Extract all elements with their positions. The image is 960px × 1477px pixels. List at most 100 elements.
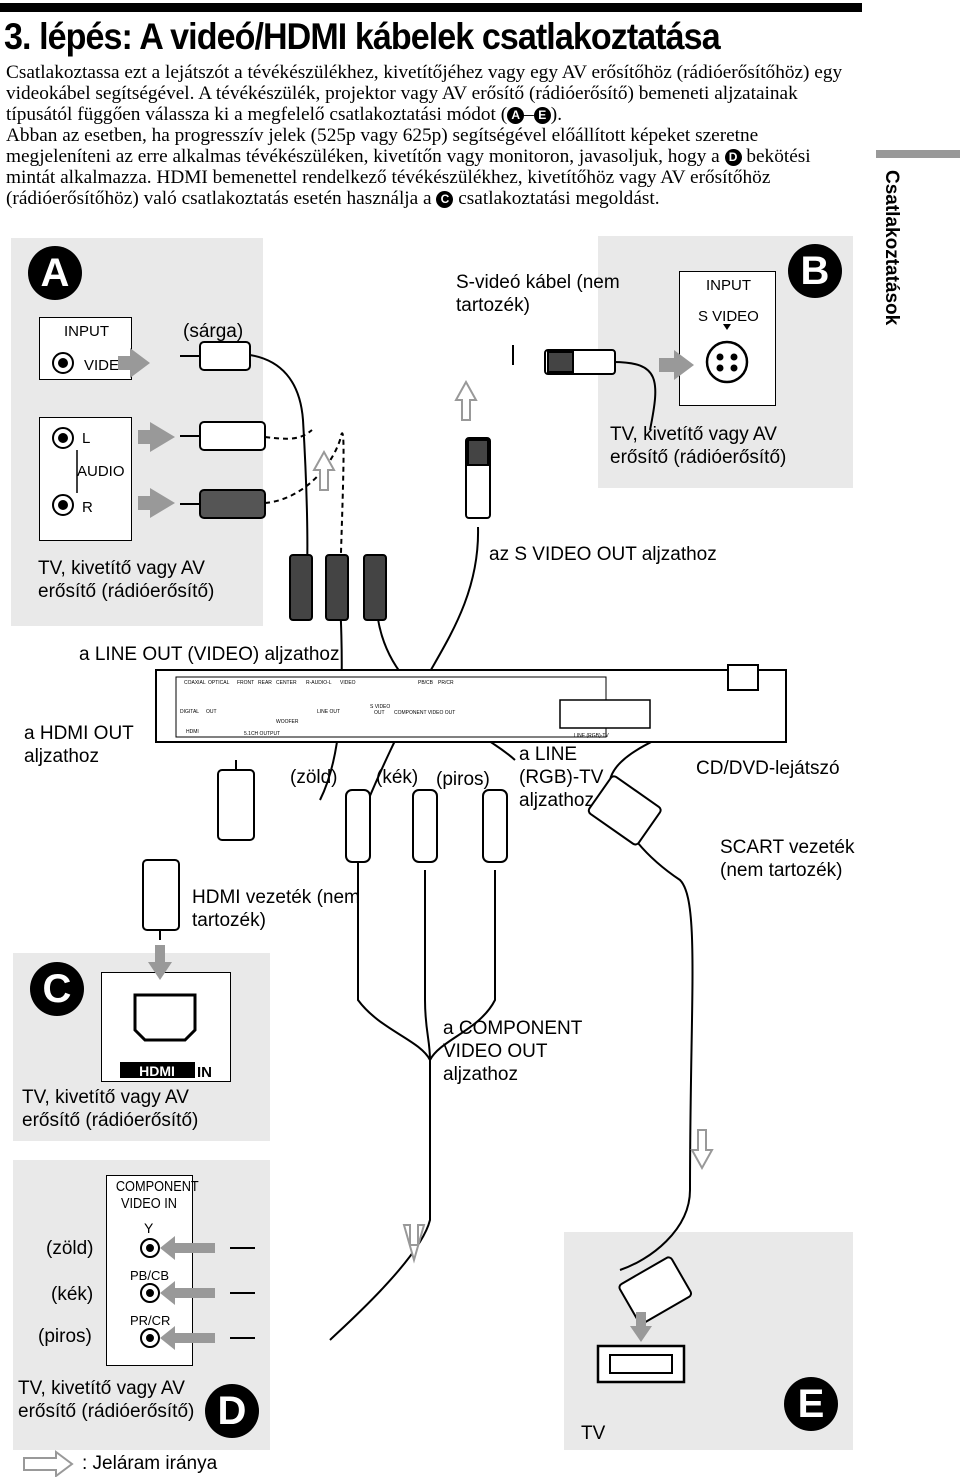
panel-d-green-label: (zöld) xyxy=(46,1238,94,1259)
intro-1-end: ). xyxy=(550,104,563,125)
page-title: 3. lépés: A videó/HDMI kábelek csatlakoz… xyxy=(4,16,721,57)
panel-b-device-label: TV, kivetítő vagy AV erősítő (rádióerősí… xyxy=(610,424,787,468)
scart-plug-top-icon xyxy=(587,775,662,846)
hdmi-plug-bottom-icon xyxy=(142,859,180,931)
signal-arrow-a-video-icon xyxy=(118,348,150,378)
y-jack-icon xyxy=(140,1238,160,1258)
p-front: FRONT xyxy=(237,680,254,686)
panel-a-device-label: TV, kivetítő vagy AV erősítő (rádióerősí… xyxy=(38,558,215,602)
signal-arrow-d-pr-icon xyxy=(160,1326,215,1350)
p-lineout: LINE OUT xyxy=(317,709,340,715)
component-out-label: a COMPONENT VIDEO OUT aljzathoz xyxy=(443,1018,583,1085)
blue-label: (kék) xyxy=(376,767,419,788)
panel-a-r-label: R xyxy=(82,499,93,516)
pb-jack-icon xyxy=(140,1283,160,1303)
svideo-cable-label: S-videó kábel (nem tartozék) xyxy=(456,272,620,316)
p-rear: REAR xyxy=(258,680,272,686)
hdmi-cable-label: HDMI vezeték (nem tartozék) xyxy=(192,887,360,931)
component-in-label: COMPONENT VIDEO IN xyxy=(115,1178,199,1212)
ref-e-badge: E xyxy=(533,107,551,124)
panel-a-letter: A xyxy=(28,246,82,300)
panel-a-input-label: INPUT xyxy=(64,323,109,340)
intro-2c-text: csatlakoztatási megoldást. xyxy=(453,188,660,209)
legend-label: : Jeláram iránya xyxy=(82,1453,218,1474)
rca-plug-white-icon xyxy=(180,421,266,451)
scart-plug-bottom-icon xyxy=(618,1256,693,1325)
panel-a-audio-label: AUDIO xyxy=(77,463,125,480)
p-pb: PB/CB xyxy=(418,680,434,686)
line-out-label: a LINE OUT (VIDEO) aljzathoz xyxy=(79,644,340,665)
signal-arrow-d-y-icon xyxy=(160,1236,215,1260)
audio-l-jack-icon xyxy=(52,427,74,449)
panel-d-letter: D xyxy=(205,1384,259,1438)
panel-d-blue-label: (kék) xyxy=(51,1284,94,1305)
video-jack-icon xyxy=(52,352,74,374)
p-line-rgb: LINE (RGB)-TV xyxy=(574,733,609,739)
signal-arrow-a-r-icon xyxy=(138,488,175,518)
flow-arrow-a-icon xyxy=(312,449,336,491)
scart-cable-label: SCART vezeték (nem tartozék) xyxy=(720,837,855,881)
rca-plug-red-icon xyxy=(180,489,266,519)
panel-d-red-label: (piros) xyxy=(38,1326,92,1347)
signal-arrow-d-pb-icon xyxy=(160,1281,215,1305)
panel-c-device-label: TV, kivetítő vagy AV erősítő (rádióerősí… xyxy=(22,1087,199,1131)
hdmi-out-label: a HDMI OUT aljzathoz xyxy=(24,723,134,767)
panel-e-device-label: TV xyxy=(581,1423,606,1444)
p-out2: OUT xyxy=(374,710,385,716)
side-tab-bar xyxy=(876,150,960,158)
p-out: OUT xyxy=(206,709,217,715)
intro-2a-text: Abban az esetben, ha progresszív jelek (… xyxy=(6,125,759,167)
p-video: VIDEO xyxy=(340,680,356,686)
component-plug-blue-icon xyxy=(412,789,438,863)
flow-arrow-svideo-icon xyxy=(454,379,478,421)
signal-arrow-a-l-icon xyxy=(138,422,175,452)
hdmi-logo-icon: HDMI IN xyxy=(120,1062,212,1081)
signal-arrow-e-icon xyxy=(630,1312,652,1342)
panel-e-letter: E xyxy=(784,1377,838,1431)
signal-arrow-c-icon xyxy=(148,945,172,980)
audio-r-jack-icon xyxy=(52,494,74,516)
panel-b-letter: B xyxy=(788,244,842,298)
p-woofer: WOOFER xyxy=(276,719,299,725)
green-label: (zöld) xyxy=(290,767,338,788)
intro-paragraph-1: Csatlakoztassa ezt a lejátszót a tévékés… xyxy=(6,62,861,125)
p-center: CENTER xyxy=(276,680,297,686)
svideo-out-label: az S VIDEO OUT aljzathoz xyxy=(489,544,717,565)
player-label: CD/DVD-lejátszó xyxy=(696,758,840,779)
intro-dash: – xyxy=(524,104,534,125)
intro-1-text: Csatlakoztassa ezt a lejátszót a tévékés… xyxy=(6,62,843,125)
yellow-label: (sárga) xyxy=(183,321,244,342)
panel-b-input-label: INPUT xyxy=(706,277,751,294)
p-digital: DIGITAL xyxy=(180,709,199,715)
panel-d-device-label: TV, kivetítő vagy AV erősítő (rádióerősí… xyxy=(18,1378,195,1422)
ref-d-badge: D xyxy=(724,149,742,166)
p-hdmi: HDMI xyxy=(186,729,199,735)
p-svideo: S VIDEO xyxy=(370,704,390,710)
panel-a-l-label: L xyxy=(82,430,91,447)
pr-label: PR/CR xyxy=(130,1313,171,1328)
pr-jack-icon xyxy=(140,1328,160,1348)
p-51ch: 5.1CH OUTPUT xyxy=(244,731,280,737)
ref-a-badge: A xyxy=(507,107,525,124)
rca-plug-up-2-icon xyxy=(325,554,349,621)
panel-a-audio-box xyxy=(39,417,132,541)
p-pr: PR/CR xyxy=(438,680,454,686)
component-plug-red-icon xyxy=(482,789,508,863)
svideo-plug-horizontal-icon xyxy=(544,349,616,375)
hdmi-logo-text: HDMI xyxy=(139,1063,175,1079)
hdmi-port-icon xyxy=(133,993,197,1042)
signal-arrow-b-icon xyxy=(659,350,694,380)
flow-arrow-scart-icon xyxy=(690,1129,714,1171)
p-raudio: R-AUDIO-L xyxy=(306,680,332,686)
panel-b-svideo-box xyxy=(679,271,776,406)
rca-plug-yellow-icon xyxy=(180,341,251,371)
p-component: COMPONENT VIDEO OUT xyxy=(394,710,455,716)
y-label: Y xyxy=(144,1220,154,1236)
component-plug-green-icon xyxy=(345,789,371,863)
intro-2b-text: bekötési mintát alkalmazza. HDMI bemenet… xyxy=(6,146,811,209)
legend-arrow-icon xyxy=(23,1450,74,1477)
hdmi-in-text: IN xyxy=(197,1064,212,1081)
intro-paragraph-2: Abban az esetben, ha progresszív jelek (… xyxy=(6,125,861,209)
header-rule xyxy=(0,3,862,12)
